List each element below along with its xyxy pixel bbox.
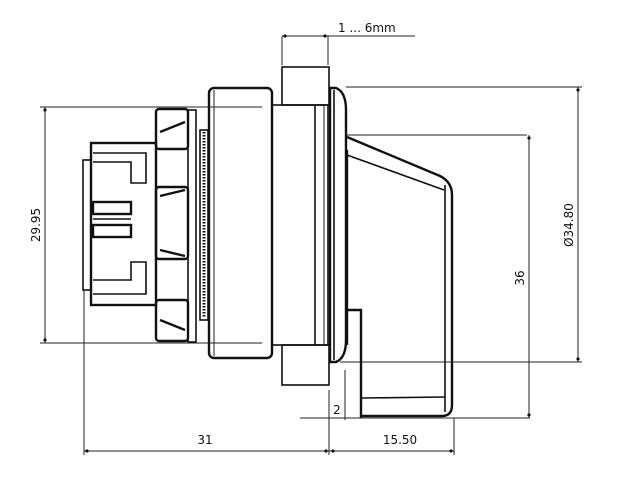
dim-diameter: Ø34.80 <box>562 203 576 247</box>
dim-gap: 2 <box>333 403 341 417</box>
dimension-lines <box>43 34 580 453</box>
connector <box>82 141 158 307</box>
dim-depth-rear: 15.50 <box>383 433 417 447</box>
extension-lines <box>40 36 582 455</box>
dim-height-left: 29.95 <box>29 208 43 242</box>
dim-panel-thickness: 1 ... 6mm <box>338 21 396 35</box>
panel-section-bottom <box>281 344 330 386</box>
dim-depth-front: 31 <box>197 433 212 447</box>
flange <box>328 86 348 364</box>
nut <box>154 107 190 343</box>
rear-housing <box>345 134 527 418</box>
main-body <box>207 86 329 360</box>
ribbed-ring <box>187 109 209 343</box>
panel-section-top <box>281 66 330 106</box>
dim-height-right: 36 <box>513 270 527 285</box>
